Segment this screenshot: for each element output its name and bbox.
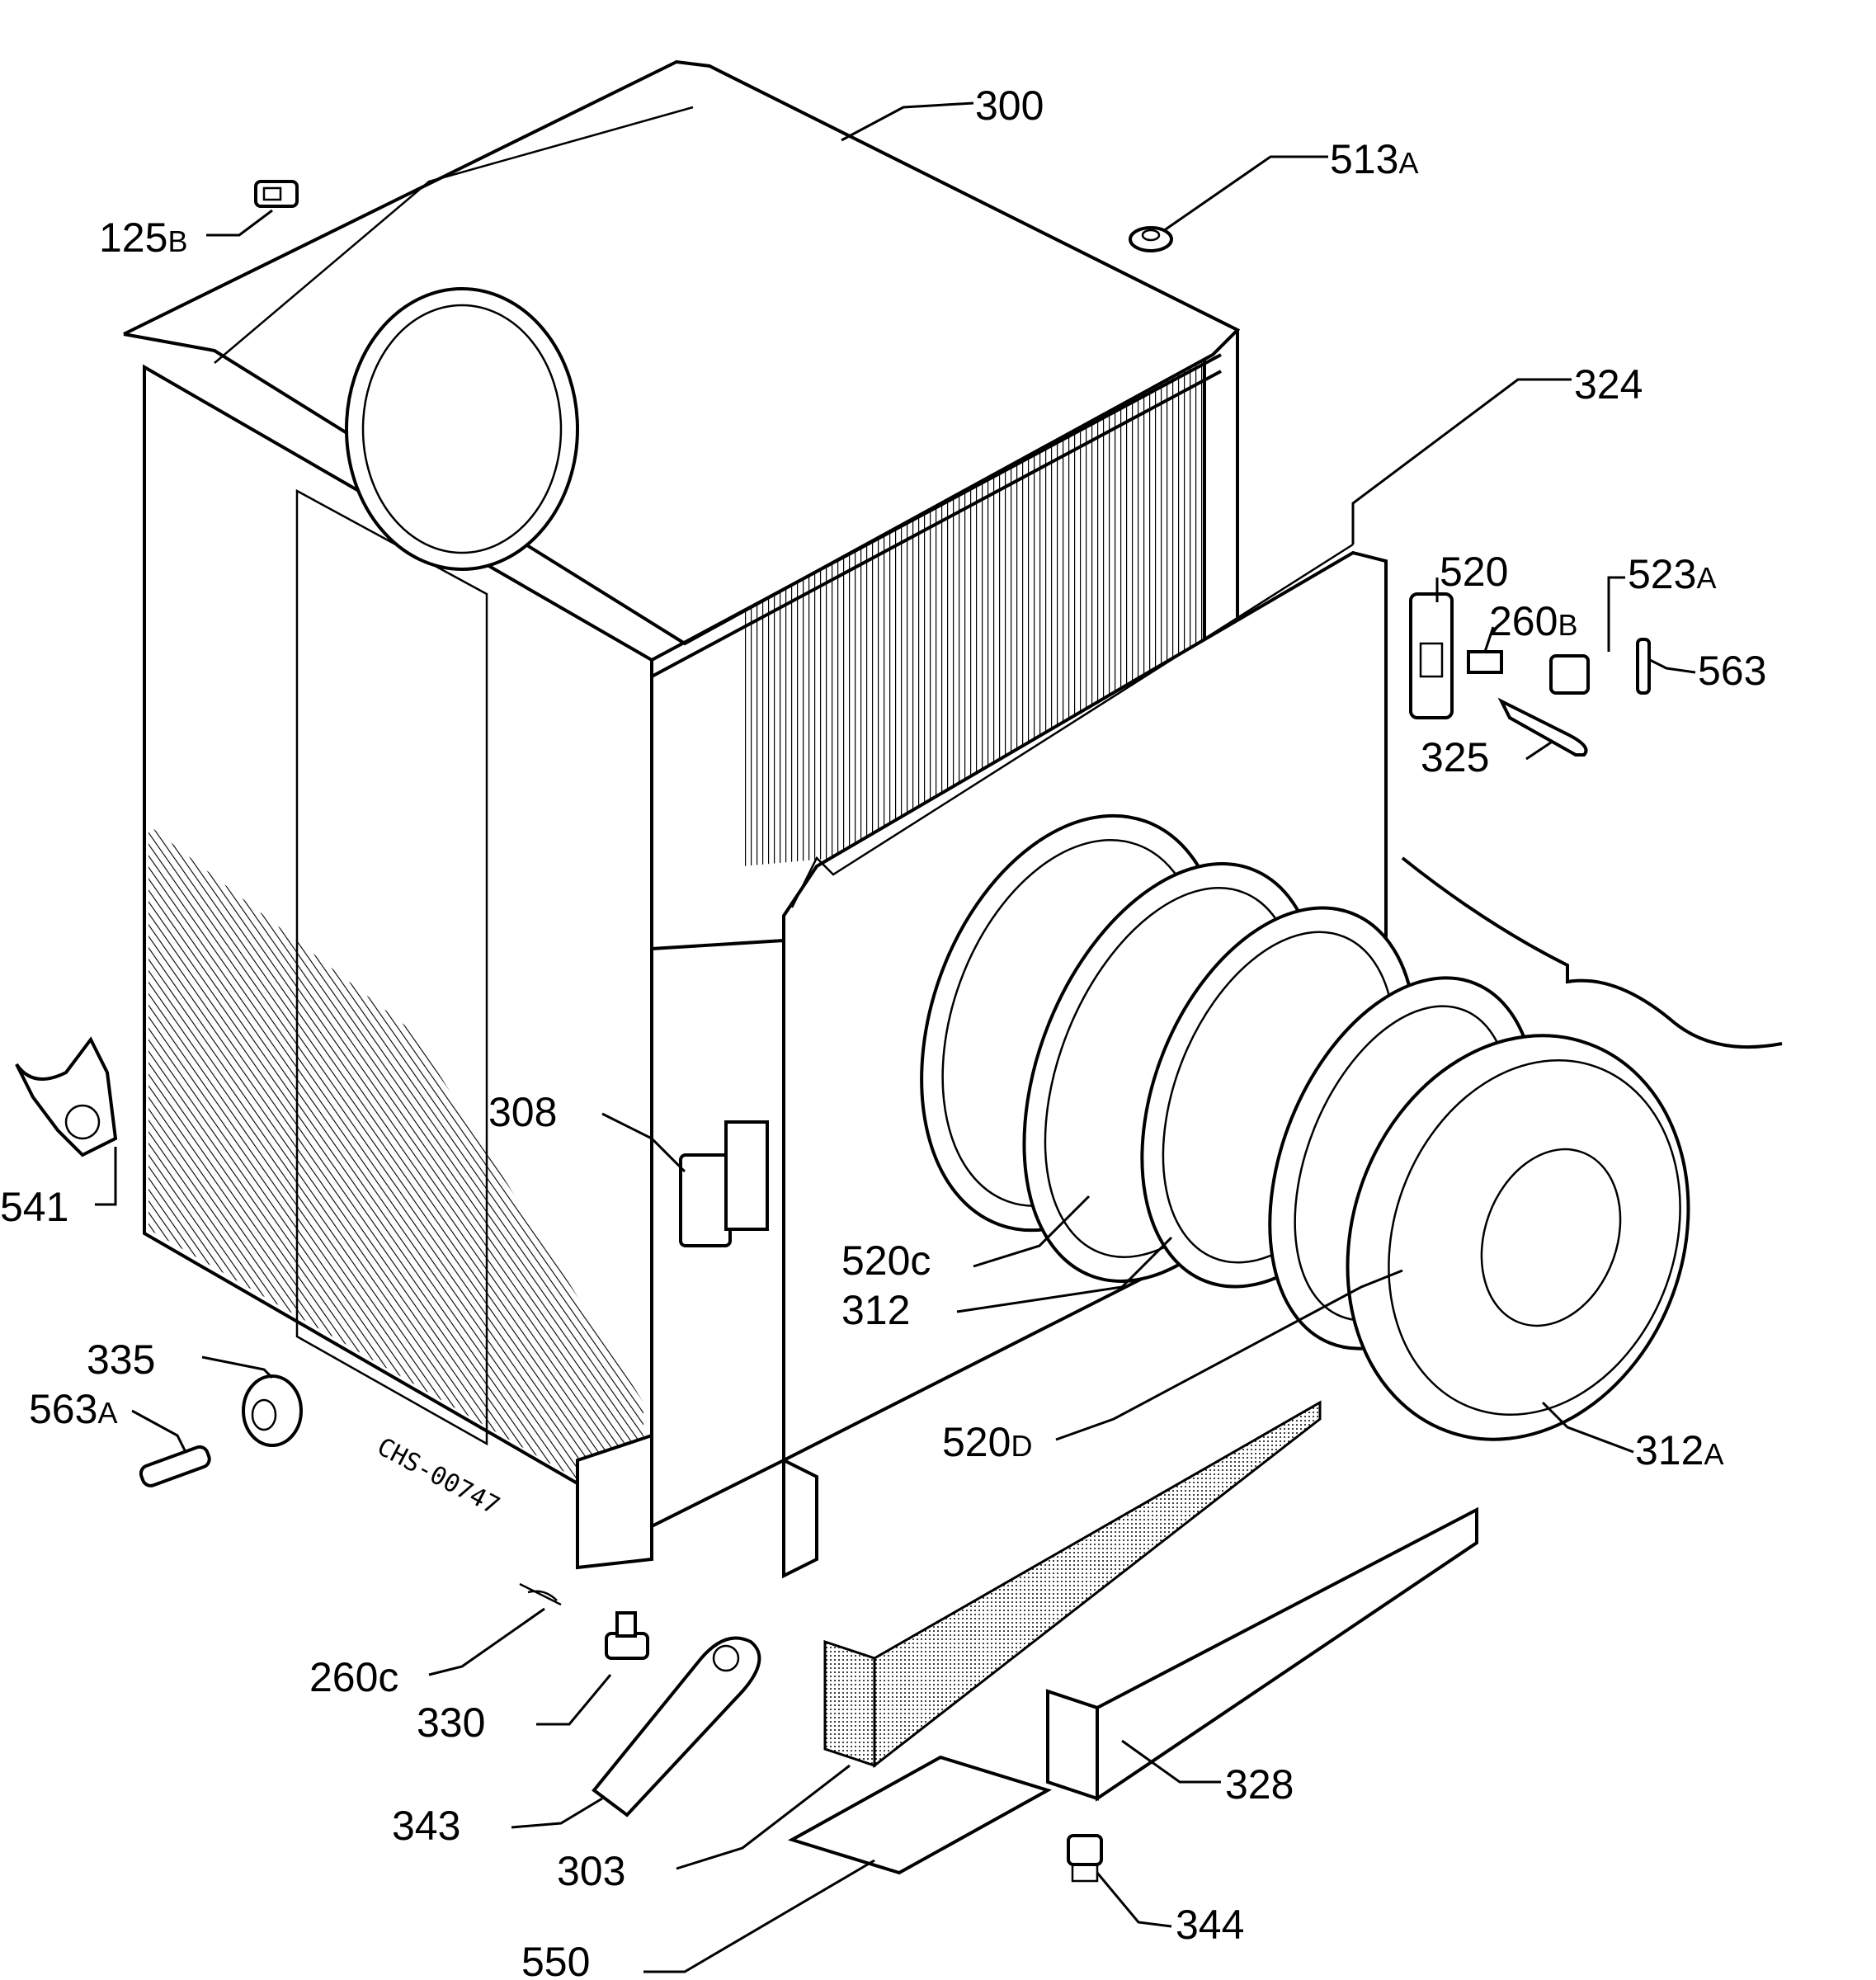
- worktop-outline: [1401, 856, 1783, 1049]
- label-328: 328: [1225, 1761, 1294, 1808]
- label-260b: 260B: [1489, 598, 1577, 644]
- label-344: 344: [1176, 1902, 1244, 1948]
- leader-lines: [95, 101, 1696, 1973]
- part-541-hose-holder: [15, 1036, 118, 1157]
- part-260c-clip: [519, 1582, 562, 1606]
- label-324: 324: [1574, 361, 1643, 408]
- part-343-wrench: [592, 1636, 761, 1817]
- label-125b: 125B: [99, 214, 187, 261]
- label-335: 335: [87, 1336, 155, 1383]
- label-520: 520: [1440, 549, 1508, 595]
- part-563-pin: [1636, 638, 1651, 695]
- label-523a: 523A: [1628, 551, 1716, 597]
- label-312: 312: [841, 1287, 910, 1333]
- label-343: 343: [392, 1803, 460, 1849]
- part-335-foot: [242, 1374, 303, 1447]
- part-330-foot: [605, 1611, 649, 1660]
- label-330: 330: [417, 1700, 485, 1746]
- label-260c: 260c: [309, 1654, 398, 1700]
- label-563a: 563A: [29, 1386, 117, 1432]
- label-300: 300: [975, 82, 1044, 129]
- part-328-strip: [1046, 1506, 1478, 1802]
- labels: 300 513A 125B 324 520 523A 260B 563 325 …: [0, 82, 1766, 1980]
- label-312a: 312A: [1635, 1427, 1723, 1473]
- door-312a: [1346, 1034, 1690, 1441]
- part-523a: [1549, 654, 1590, 695]
- label-550: 550: [521, 1939, 590, 1980]
- label-325: 325: [1421, 734, 1489, 780]
- label-513a: 513A: [1330, 136, 1418, 182]
- label-308: 308: [488, 1089, 557, 1135]
- part-513a: [1129, 226, 1173, 252]
- part-260b: [1467, 650, 1503, 674]
- label-563: 563: [1698, 648, 1766, 694]
- label-520c: 520c: [841, 1238, 931, 1284]
- drawing-code-stamp: CHS-00747: [372, 1432, 504, 1520]
- part-344-clip: [1067, 1834, 1103, 1883]
- part-308-bracket: [679, 1120, 769, 1247]
- part-563a: [139, 1445, 211, 1487]
- label-303: 303: [557, 1848, 625, 1894]
- part-520-lock: [1409, 592, 1454, 719]
- part-550-bracket: [787, 1755, 1053, 1875]
- cabinet-body: [123, 59, 1241, 1570]
- part-125b: [254, 180, 299, 208]
- label-541: 541: [0, 1184, 68, 1230]
- part-325-handle: [1497, 697, 1588, 757]
- label-520d: 520D: [942, 1419, 1032, 1465]
- part-303-plinth: [823, 1400, 1322, 1769]
